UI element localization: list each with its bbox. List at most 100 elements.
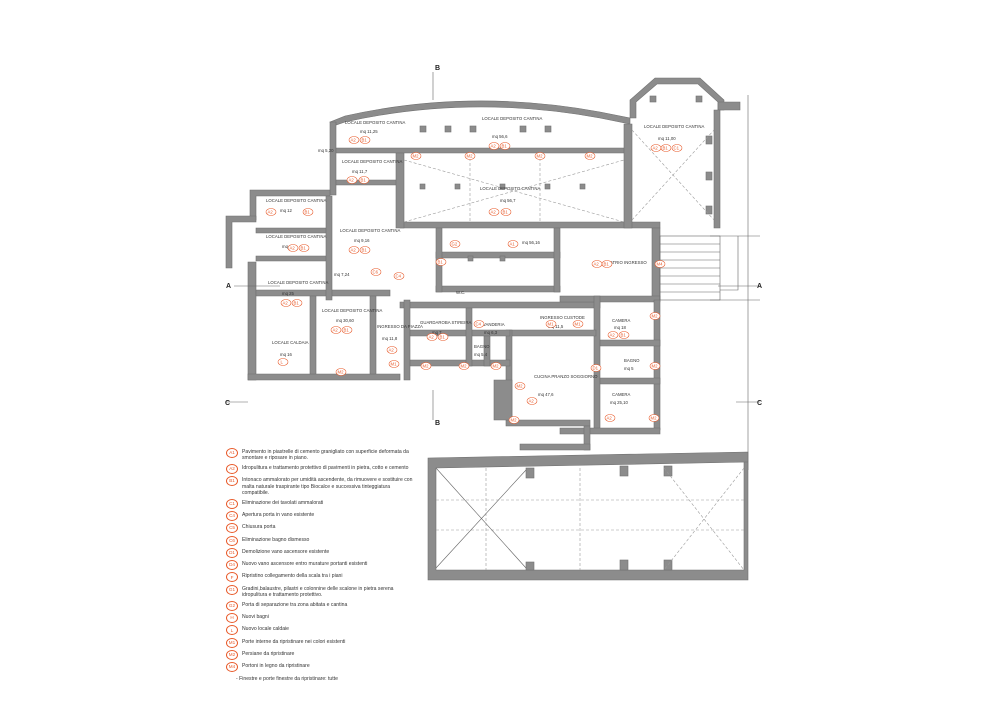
svg-text:B1: B1 bbox=[440, 335, 446, 340]
svg-text:M2: M2 bbox=[338, 370, 345, 375]
svg-text:B1: B1 bbox=[663, 146, 669, 151]
room-area: mq 5,4 bbox=[474, 352, 488, 357]
svg-text:B1: B1 bbox=[362, 138, 368, 143]
section-markers: A A B B C C bbox=[225, 65, 762, 427]
legend-item: H Nuovi bagni bbox=[226, 613, 416, 624]
svg-text:B1: B1 bbox=[604, 262, 610, 267]
legend-text: Chiusura porta bbox=[242, 524, 276, 531]
legend-code: C4 bbox=[226, 510, 238, 521]
svg-text:C4: C4 bbox=[476, 322, 482, 327]
svg-text:A2: A2 bbox=[351, 248, 357, 253]
svg-text:B1: B1 bbox=[438, 260, 444, 265]
svg-text:M2: M2 bbox=[493, 364, 500, 369]
room-area: mq 11,8 bbox=[382, 336, 398, 341]
legend-text: Intonaco ammalorato per umidità ascenden… bbox=[242, 477, 413, 497]
room-area: mq 7,24 bbox=[334, 272, 350, 277]
legend-text: Porta di separazione tra zona abitata e … bbox=[242, 601, 348, 608]
svg-text:A2: A2 bbox=[607, 416, 613, 421]
svg-text:A2: A2 bbox=[333, 328, 339, 333]
room-area: mq 11,5 bbox=[548, 324, 564, 329]
svg-text:A2: A2 bbox=[268, 210, 274, 215]
room-name: LOCALE DEPOSITO CANTINA bbox=[322, 308, 382, 313]
svg-text:C4: C4 bbox=[396, 274, 402, 279]
legend-code: H bbox=[226, 613, 238, 624]
room-name: LOCALE DEPOSITO CANTINA bbox=[342, 159, 402, 164]
east-stairs bbox=[659, 235, 739, 301]
svg-text:M2: M2 bbox=[423, 364, 430, 369]
room-name: BAGNO bbox=[474, 344, 490, 349]
legend-item: B1 Intonaco ammalorato per umidità ascend… bbox=[226, 476, 416, 497]
legend-text: Nuovo vano ascensore entro murature port… bbox=[242, 561, 368, 568]
room-area: mq 16 bbox=[280, 352, 293, 357]
room-name: LOCALE DEPOSITO CANTINA bbox=[480, 186, 540, 191]
legend-note-text: - Finestre e porte finestre da ripristin… bbox=[236, 675, 338, 682]
legend-item: C4 Apertura porta in vano esistente bbox=[226, 510, 416, 521]
room-area: mq 56,16 bbox=[522, 240, 541, 245]
room-name: LOCALE DEPOSITO CANTINA bbox=[266, 234, 326, 239]
room-name: LOCALE DEPOSITO CANTINA bbox=[644, 124, 704, 129]
room-area: mq 9,16 bbox=[354, 238, 370, 243]
legend-text: Ripristino collegamento della scala tra … bbox=[242, 573, 343, 580]
legend-text: Gradini,balaustre, pilastri e colonnine … bbox=[242, 585, 394, 599]
room-name: BAGNO bbox=[624, 358, 640, 363]
plan-tags: A2 B1 A2 B1 A2 B1 C1 A2 B1 A2 B1 A2 B1 A… bbox=[265, 136, 683, 424]
legend-text: Portoni in legno da ripristinare bbox=[242, 663, 310, 670]
legend-code: B1 bbox=[226, 476, 238, 487]
svg-text:A2: A2 bbox=[283, 301, 289, 306]
legend-text: Nuovo locale caldaie bbox=[242, 626, 290, 633]
svg-text:M2: M2 bbox=[651, 416, 658, 421]
room-area: mq 56,6 bbox=[492, 134, 508, 139]
room-area: mq 5 bbox=[624, 366, 634, 371]
room-name: LOCALE DEPOSITO CANTINA bbox=[482, 116, 542, 121]
room-name: ATRIO INGRESSO bbox=[610, 260, 647, 265]
section-b-top: B bbox=[435, 65, 440, 72]
room-name: LOCALE DEPOSITO CANTINA bbox=[345, 120, 405, 125]
room-area: mq 11,7 bbox=[352, 169, 368, 174]
room-name: LAVANDERIA bbox=[478, 322, 505, 327]
legend-text: Demolizione vano ascensore esistente bbox=[242, 548, 330, 555]
room-area: mq 6,3 bbox=[484, 330, 498, 335]
svg-text:B1: B1 bbox=[305, 210, 311, 215]
svg-text:M4: M4 bbox=[657, 262, 664, 267]
svg-text:B1: B1 bbox=[361, 178, 367, 183]
room-name: CAMERA bbox=[612, 392, 631, 397]
legend-code: M2 bbox=[226, 649, 238, 660]
section-b-bottom: B bbox=[435, 420, 440, 427]
walls bbox=[225, 77, 741, 451]
section-c-left: C bbox=[225, 400, 230, 407]
svg-text:A2: A2 bbox=[429, 335, 435, 340]
section-c-right: C bbox=[757, 400, 762, 407]
svg-text:A2: A2 bbox=[389, 348, 395, 353]
svg-text:M1: M1 bbox=[391, 362, 398, 367]
room-name: LOCALE DEPOSITO CANTINA bbox=[268, 280, 328, 285]
room-area: mq 25,10 bbox=[610, 400, 629, 405]
legend-code: C6 bbox=[226, 535, 238, 546]
svg-text:B1: B1 bbox=[362, 248, 368, 253]
room-area: mq 25 bbox=[282, 291, 295, 296]
room-name: LOCALE DEPOSITO CANTINA bbox=[266, 198, 326, 203]
svg-text:B1: B1 bbox=[294, 301, 300, 306]
room-name: GUARDAROBA STIREIRA bbox=[420, 320, 471, 325]
legend-text: Porte interne da ripristinare nei colori… bbox=[242, 638, 346, 645]
svg-text:B1: B1 bbox=[621, 333, 627, 338]
svg-text:A2: A2 bbox=[594, 262, 600, 267]
legend-code: D1 bbox=[226, 547, 238, 558]
svg-text:M2: M2 bbox=[461, 364, 468, 369]
svg-text:M1: M1 bbox=[548, 322, 555, 327]
legend-text: Apertura porta in vano esistente bbox=[242, 511, 315, 518]
room-name: CUCINA PRANZO SOGGIORNO bbox=[534, 374, 598, 379]
wc-label: W.C. bbox=[456, 290, 465, 295]
svg-text:B1: B1 bbox=[344, 328, 350, 333]
legend-text: Nuovi bagni bbox=[242, 614, 269, 621]
section-a-left: A bbox=[226, 283, 231, 290]
